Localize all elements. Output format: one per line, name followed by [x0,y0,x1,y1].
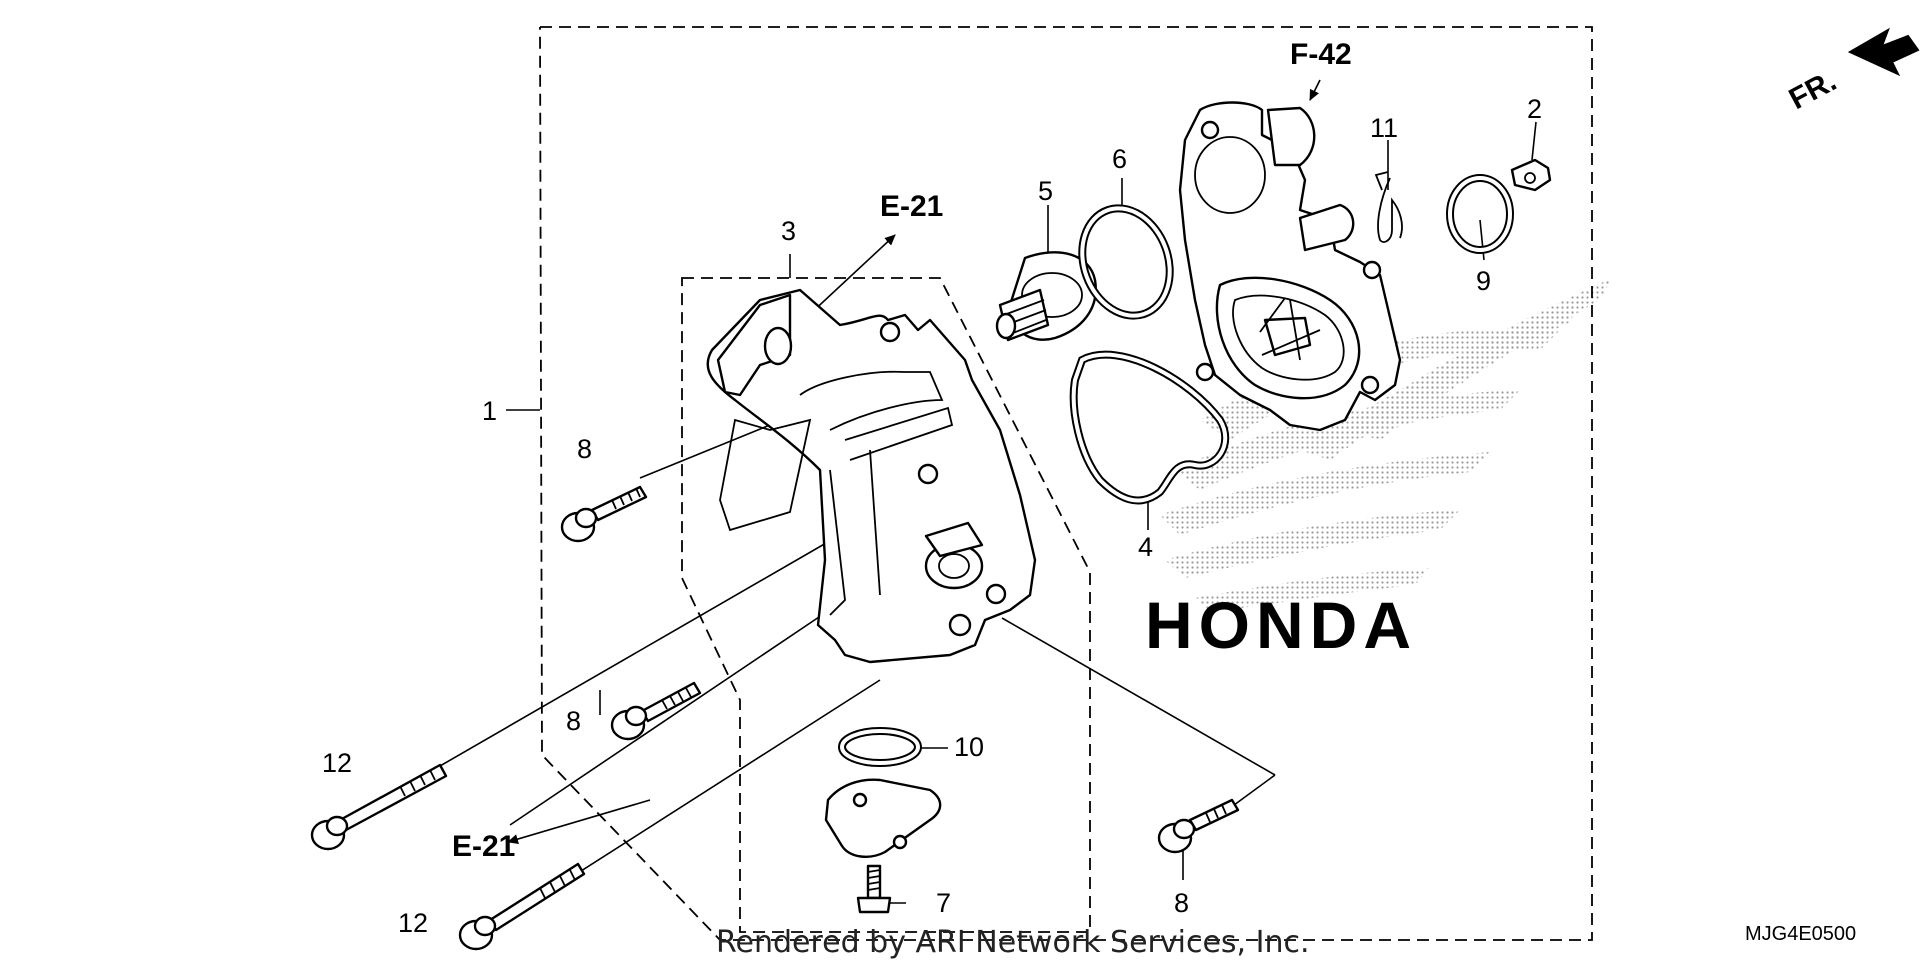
e21-bottom-arrow [507,799,651,844]
reference-labels: E-21 E-21 F-42 FR. [452,38,1842,863]
bolt-7 [856,864,892,914]
callout-labels: 1 2 3 4 5 6 7 8 8 8 9 10 11 12 12 [322,94,1542,938]
o-ring-10 [838,727,922,767]
callout-5: 5 [1038,176,1053,206]
callout-2: 2 [1527,94,1542,124]
front-arrow-icon [1847,27,1920,77]
callout-12-upper: 12 [322,748,352,778]
cover-plate [824,778,942,858]
clip-11 [1374,171,1403,243]
bolt-8-middle [610,681,702,741]
callout-6: 6 [1112,144,1127,174]
bolt-12-upper [310,763,448,851]
callout-8-upper: 8 [577,434,592,464]
o-ring-6 [1078,204,1174,320]
callout-8-lower: 8 [1174,888,1189,918]
thermostat [995,251,1097,342]
callout-12-lower: 12 [398,908,428,938]
ref-e21-top: E-21 [880,190,943,223]
bolt-8-upper [560,485,648,543]
honda-wordmark: HONDA [1145,588,1417,662]
callout-8-middle: 8 [566,706,581,736]
callout-3: 3 [781,216,796,246]
o-ring-9 [1446,174,1514,254]
ref-f42: F-42 [1290,38,1352,71]
assembly-box-3 [681,277,1091,933]
gasket-4 [1069,350,1230,505]
render-credit: Rendered by ARI Network Services, Inc. [716,925,1310,960]
bolt-8-lower [1157,798,1240,854]
honda-watermark-text: HONDA [1145,588,1417,662]
ref-e21-bottom: E-21 [452,830,515,863]
callout-9: 9 [1476,266,1491,296]
water-pump-cover [1178,101,1402,432]
bolt-12-lower [458,862,586,951]
callout-11: 11 [1370,113,1398,143]
callout-1: 1 [482,396,497,426]
callout-10: 10 [954,732,984,762]
clip-2 [1510,158,1552,192]
callout-7: 7 [936,888,951,918]
assembly-box-1 [539,26,1593,941]
diagram-code: MJG4E0500 [1745,923,1856,945]
ref-front: FR. [1784,64,1842,116]
callout-4: 4 [1138,532,1153,562]
thermostat-housing-cover [706,288,1037,664]
